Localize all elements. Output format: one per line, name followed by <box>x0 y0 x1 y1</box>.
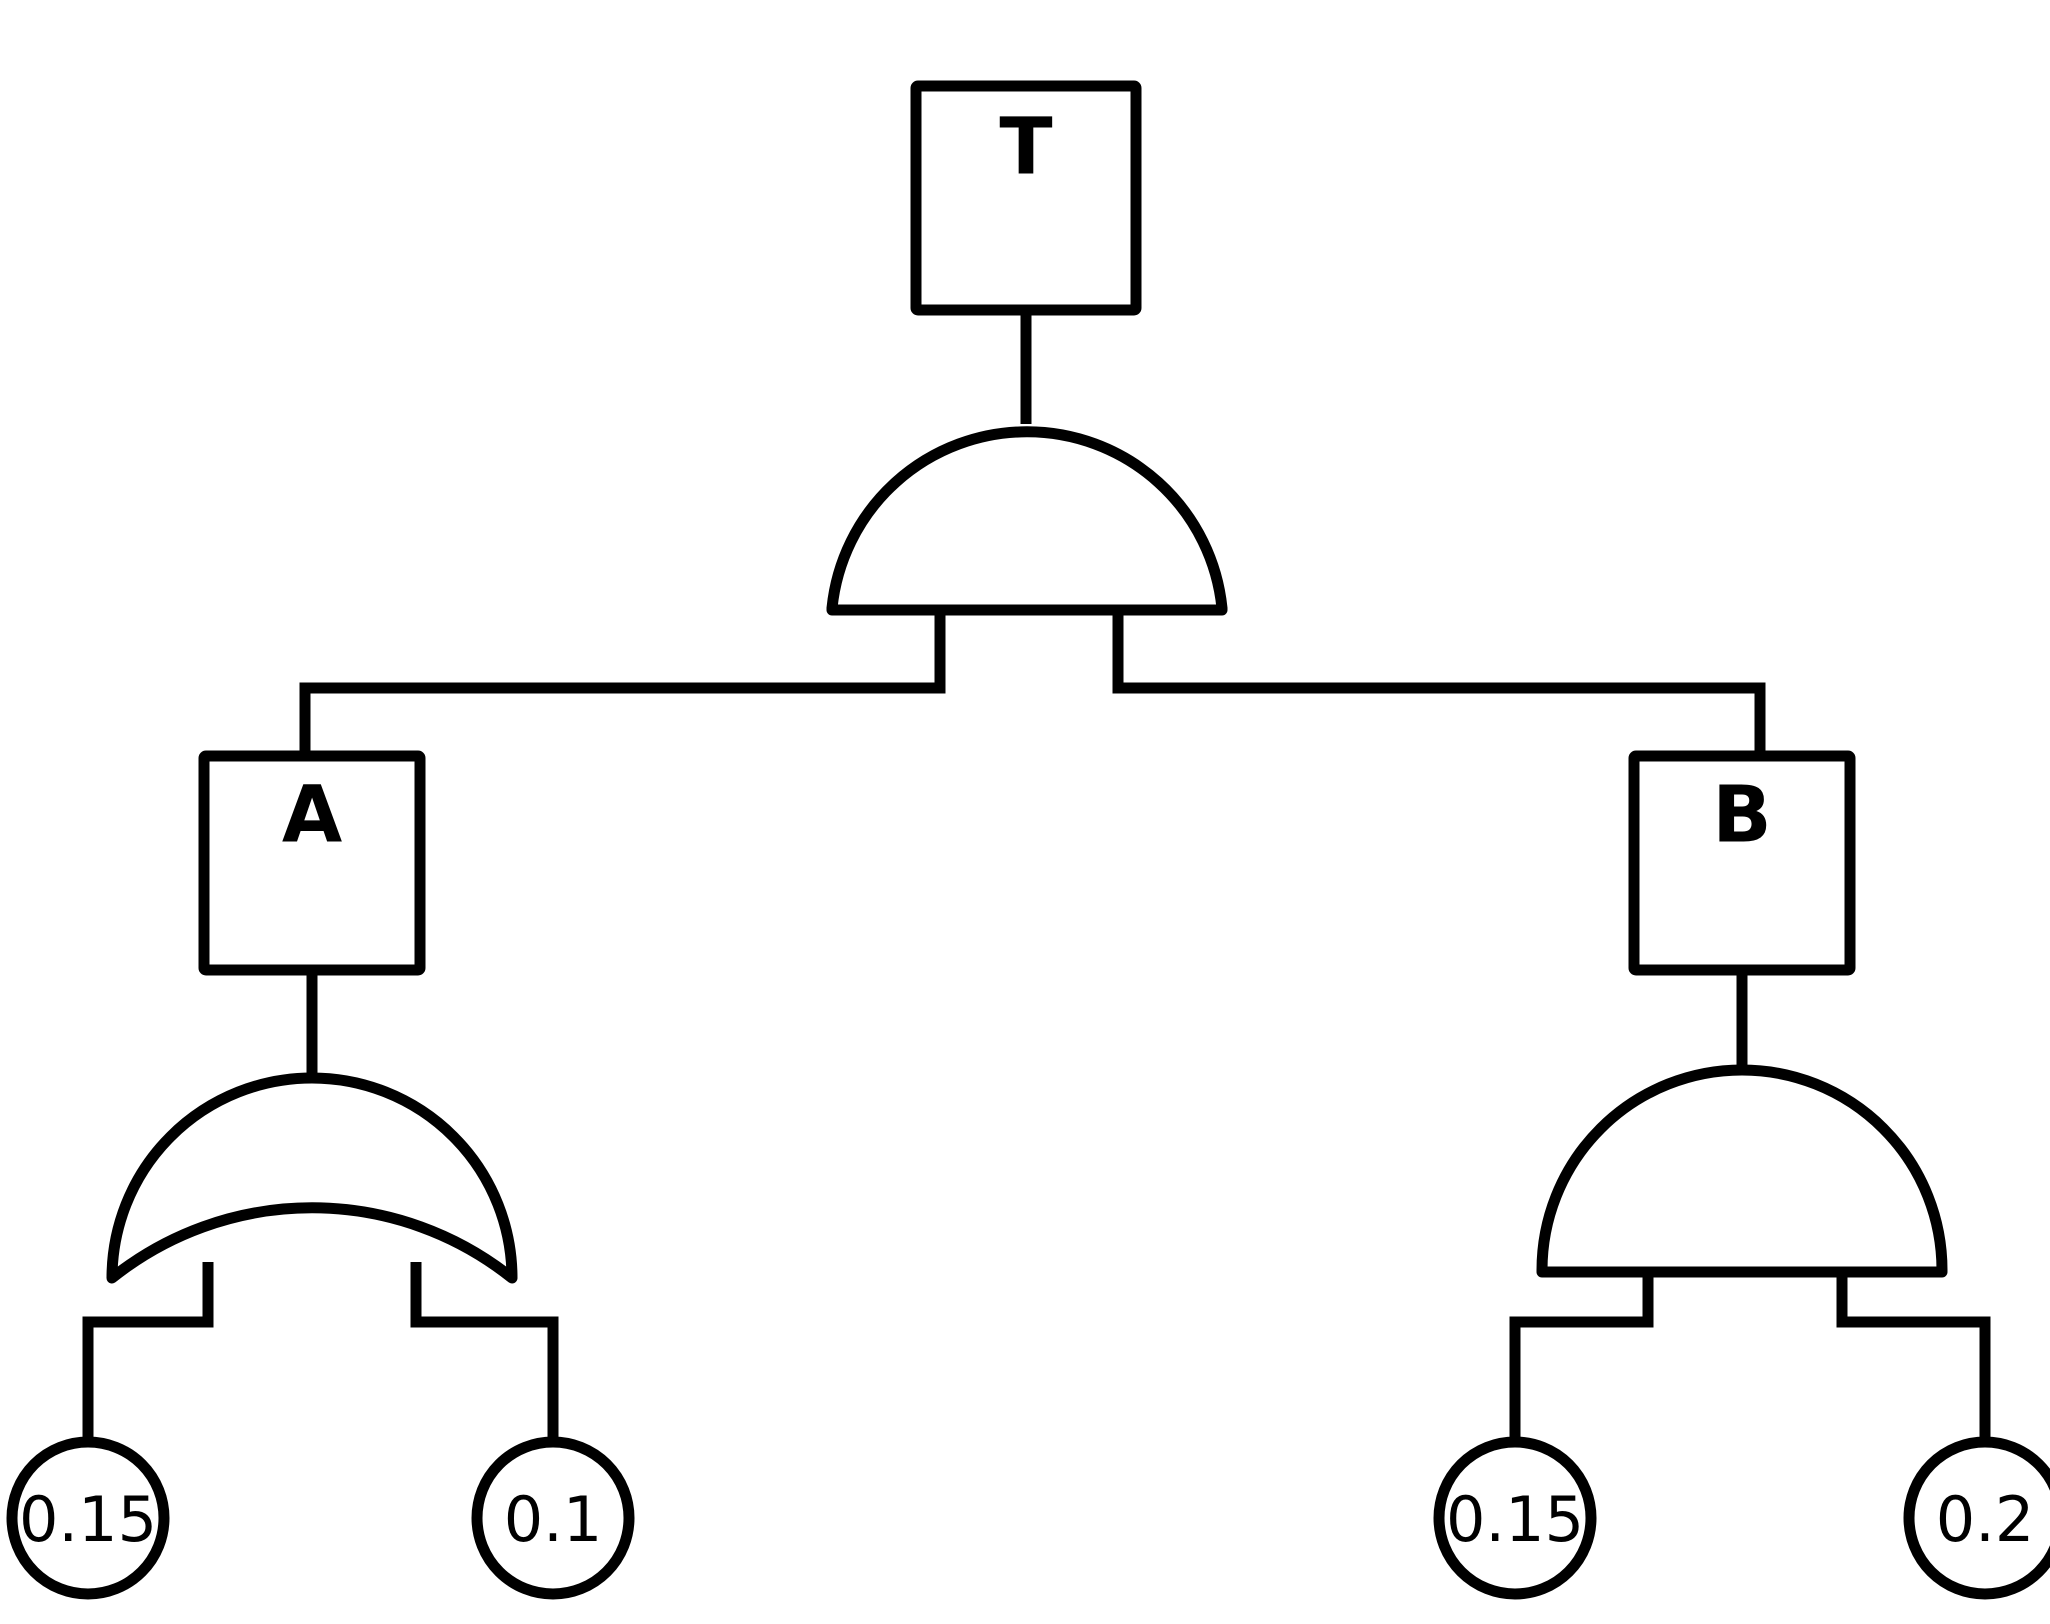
intermediate-event-a-label: A <box>282 770 342 860</box>
connector-top-gate-to-a <box>299 610 946 755</box>
top-event-box[interactable] <box>910 80 1142 316</box>
intermediate-event-b-node[interactable]: B <box>1628 750 1856 976</box>
top-and-gate[interactable] <box>826 426 1228 616</box>
basic-event-value-4: 0.2 <box>1936 1483 2035 1556</box>
intermediate-event-a-node[interactable]: A <box>198 750 426 976</box>
basic-event-value-3: 0.15 <box>1446 1483 1584 1556</box>
basic-event-circle-1[interactable] <box>6 1436 170 1600</box>
connector-a-gate-to-event-2 <box>410 1262 559 1446</box>
basic-event-3[interactable]: 0.15 <box>1433 1436 1597 1600</box>
and-gate-shape-b[interactable] <box>1536 1064 1948 1278</box>
or-gate-shape-a[interactable] <box>106 1072 518 1284</box>
a-or-gate[interactable] <box>106 1072 518 1284</box>
basic-event-2[interactable]: 0.1 <box>471 1436 635 1600</box>
b-and-gate[interactable] <box>1536 1064 1948 1278</box>
intermediate-event-b-box[interactable] <box>1628 750 1856 976</box>
basic-event-value-1: 0.15 <box>19 1483 157 1556</box>
basic-event-1[interactable]: 0.15 <box>6 1436 170 1600</box>
top-event-label: T <box>999 102 1052 192</box>
basic-event-circle-2[interactable] <box>471 1436 635 1600</box>
intermediate-event-a-box[interactable] <box>198 750 426 976</box>
top-event-node[interactable]: T <box>910 80 1142 316</box>
connector-a-gate-to-event-1 <box>82 1262 214 1446</box>
connector-top-gate-to-b <box>1112 610 1766 755</box>
connector-b-gate-to-event-3 <box>1509 1272 1654 1446</box>
basic-event-value-2: 0.1 <box>504 1483 603 1556</box>
and-gate-shape-top[interactable] <box>826 426 1228 616</box>
basic-event-4[interactable]: 0.2 <box>1903 1436 2050 1600</box>
intermediate-event-b-label: B <box>1712 770 1771 860</box>
basic-event-circle-3[interactable] <box>1433 1436 1597 1600</box>
basic-event-circle-4[interactable] <box>1903 1436 2050 1600</box>
connector-b-gate-to-event-4 <box>1836 1272 1991 1446</box>
